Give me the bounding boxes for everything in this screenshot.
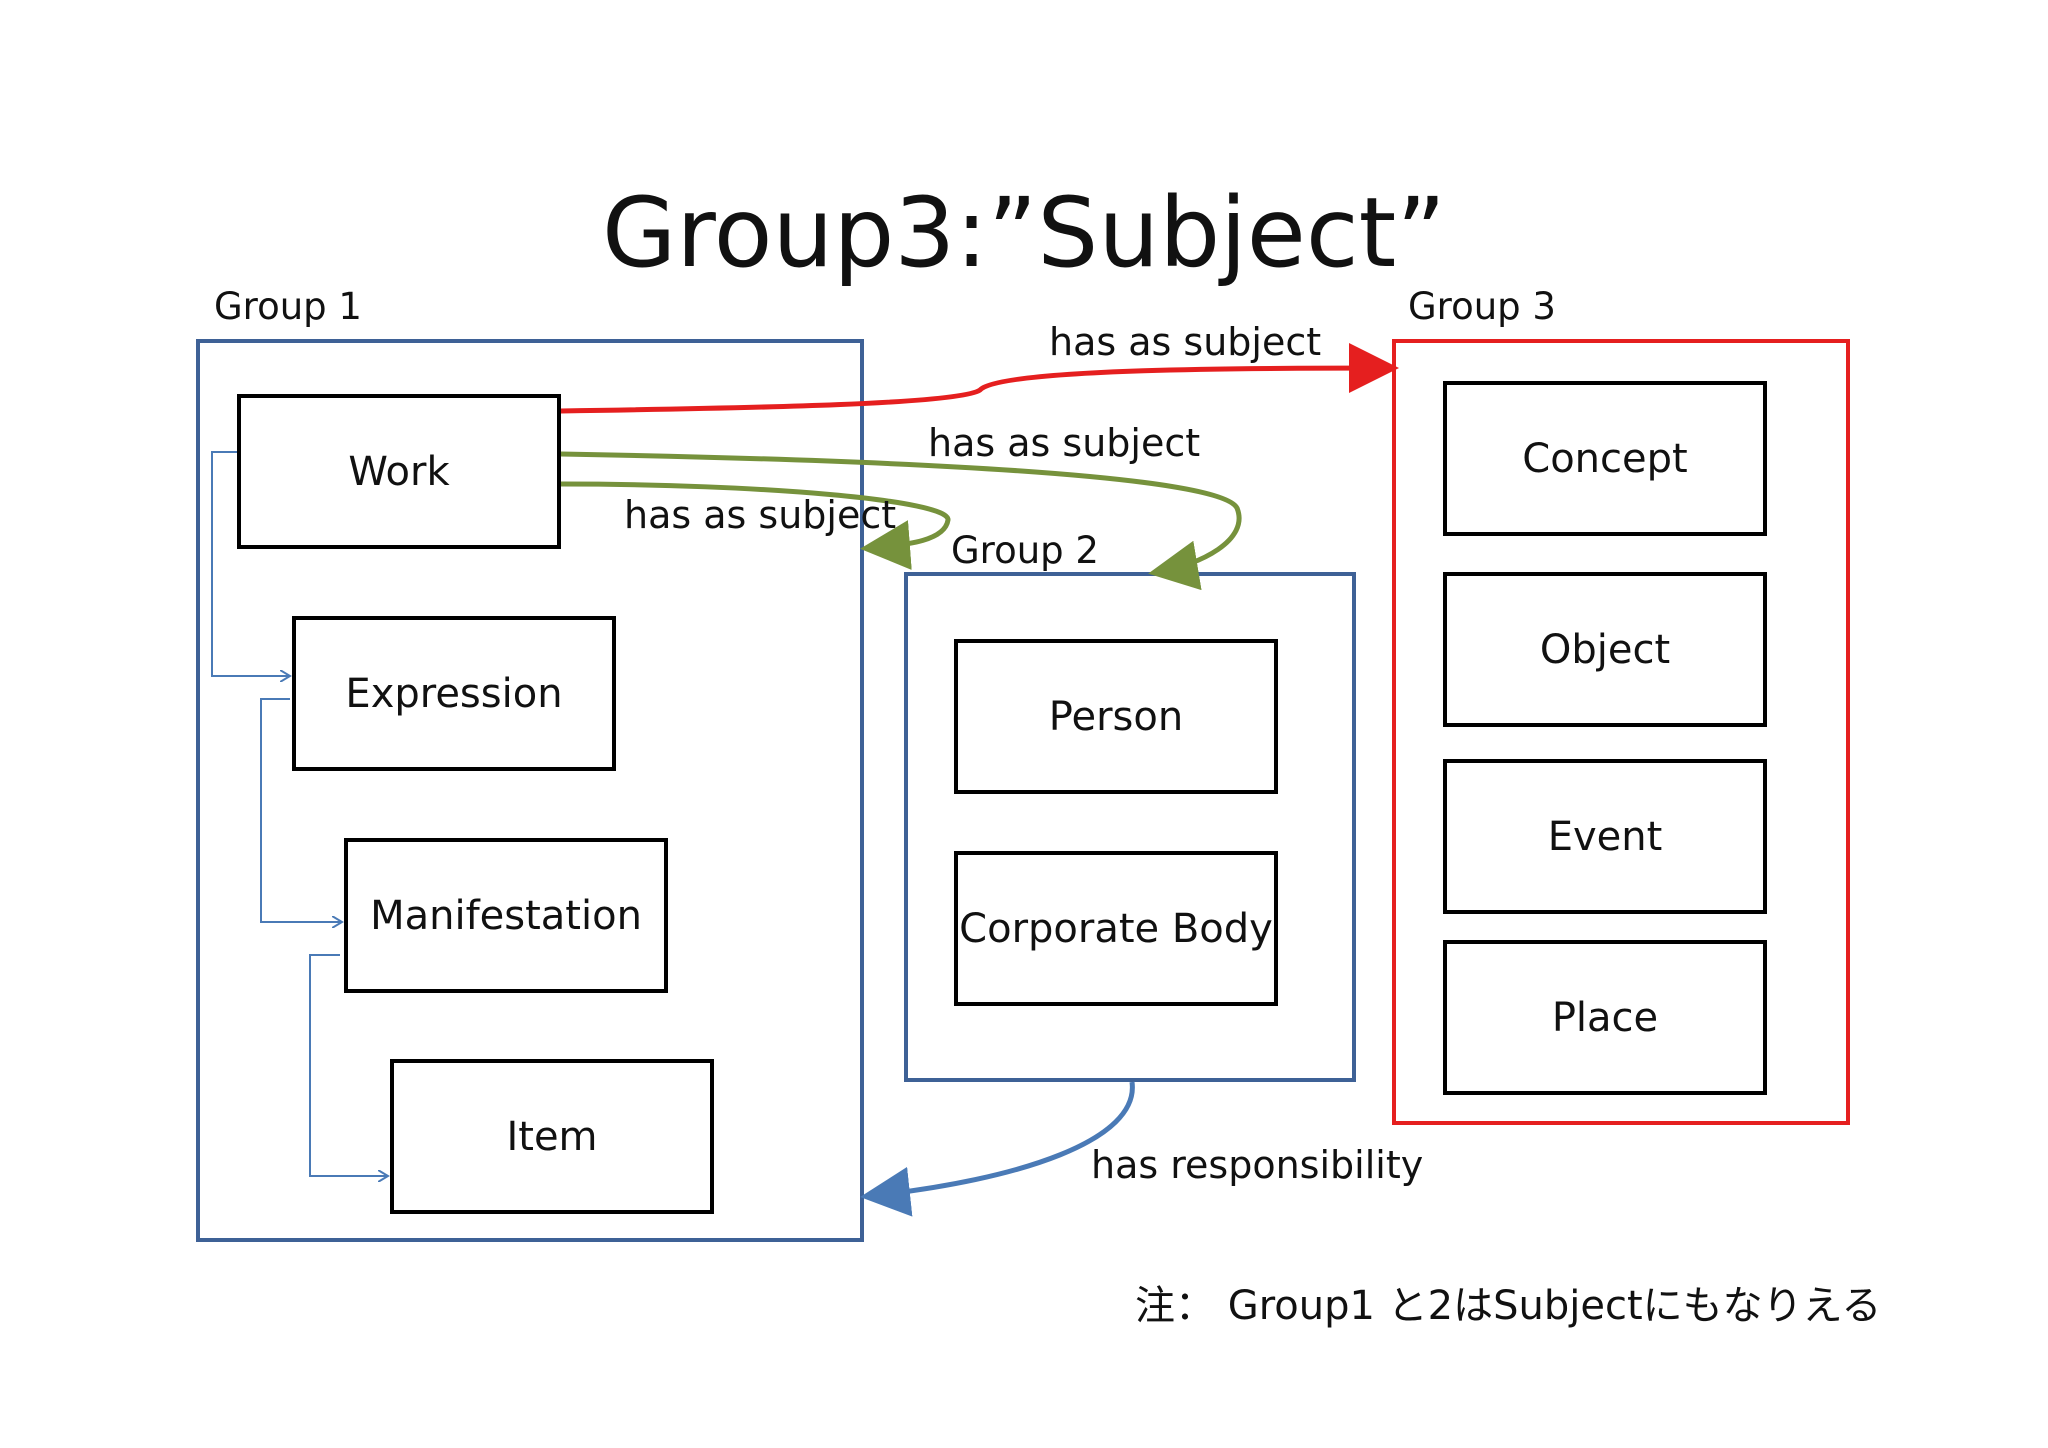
entity-object[interactable]: Object — [1443, 572, 1767, 727]
entity-corporate-body[interactable]: Corporate Body — [954, 851, 1278, 1006]
page-title: Group3:”Subject” — [601, 177, 1447, 289]
label-subject-group1: has as subject — [624, 493, 897, 537]
entity-place[interactable]: Place — [1443, 940, 1767, 1095]
label-subject-group2: has as subject — [928, 421, 1201, 465]
group1-container — [196, 339, 864, 1242]
group2-label: Group 2 — [951, 529, 1099, 572]
group1-label: Group 1 — [214, 285, 362, 328]
entity-item[interactable]: Item — [390, 1059, 714, 1214]
entity-expression[interactable]: Expression — [292, 616, 616, 771]
connector-work-expression — [211, 451, 290, 676]
connector-expression-manifestation — [260, 698, 342, 922]
entity-work[interactable]: Work — [237, 394, 561, 549]
group3-container — [1392, 339, 1850, 1125]
footnote: 注： Group1 と2はSubjectにもなりえる — [1135, 1283, 1882, 1329]
group2-container — [904, 572, 1356, 1082]
label-subject-group3: has as subject — [1049, 320, 1322, 364]
connector-manifestation-item — [309, 954, 388, 1176]
entity-manifestation[interactable]: Manifestation — [344, 838, 668, 993]
arrow-work-to-group3 — [560, 343, 1399, 414]
arrow-responsibility — [860, 1081, 1135, 1217]
arrow-work-to-group1 — [560, 481, 951, 570]
entity-concept[interactable]: Concept — [1443, 381, 1767, 536]
label-responsibility: has responsibility — [1091, 1143, 1424, 1187]
entity-person[interactable]: Person — [954, 639, 1278, 794]
group3-label: Group 3 — [1408, 285, 1556, 328]
entity-event[interactable]: Event — [1443, 759, 1767, 914]
arrow-work-to-group2 — [560, 451, 1242, 591]
